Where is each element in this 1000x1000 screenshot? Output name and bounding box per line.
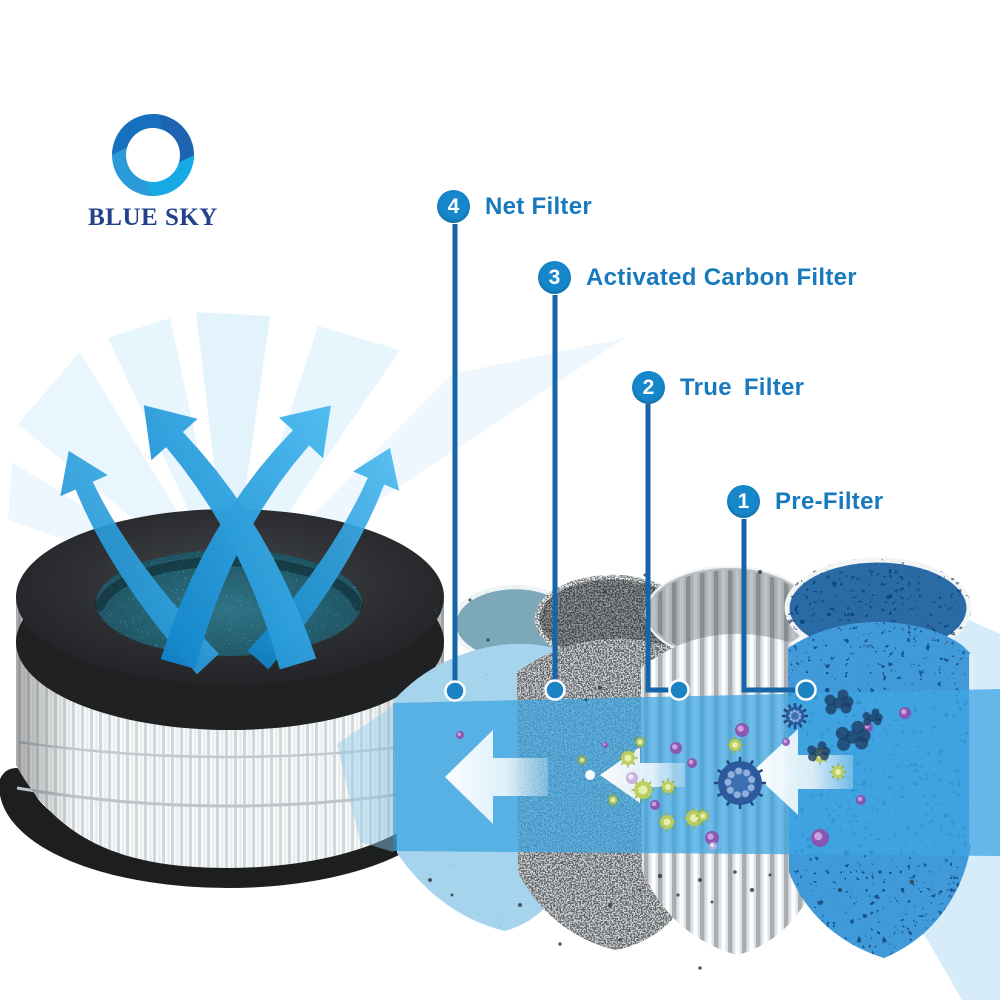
label-1-badge: 1 (727, 485, 760, 518)
label-2-number: 2 (642, 375, 655, 399)
brand-logo: BLUE SKY (83, 108, 223, 232)
label-3-badge: 3 (538, 261, 571, 294)
pollen-particle (659, 778, 677, 796)
pollen-particle (631, 778, 655, 802)
label-3-text: Activated Carbon Filter (586, 263, 857, 291)
dust-particle (811, 829, 829, 847)
dust-particle (456, 731, 464, 739)
virus-particle (714, 757, 766, 809)
dust-particle (782, 738, 790, 746)
germ-cluster (835, 720, 871, 751)
label-4-text: Net Filter (485, 192, 593, 220)
swirl-ring-icon (112, 114, 194, 196)
pollen-particle (618, 748, 638, 768)
pollen-particle (657, 812, 677, 832)
label-4-number: 4 (447, 194, 460, 218)
clean-air-up-arrows-icon (60, 405, 400, 675)
pollen-particle (695, 808, 711, 824)
dust-particle (705, 831, 719, 845)
pollen-particle (829, 763, 847, 781)
pollen-particle (606, 793, 620, 807)
dust-particle (899, 707, 911, 719)
label-4-badge: 4 (437, 190, 470, 223)
label-1-number: 1 (737, 489, 750, 513)
brand-name: BLUE SKY (88, 204, 218, 231)
white-dot-particle (585, 770, 595, 780)
leader-lines (452, 224, 806, 693)
label-pre-filter: 1 Pre-Filter (727, 485, 883, 518)
dust-particle (735, 723, 749, 737)
label-1-text: Pre-Filter (775, 487, 884, 515)
dust-particle (670, 742, 682, 754)
dust-particle (687, 758, 697, 768)
virus-particle (782, 703, 808, 729)
label-true-filter: 2 True Filter (632, 371, 804, 404)
dust-particle (856, 795, 866, 805)
germ-cluster (807, 741, 831, 762)
dust-particle (626, 772, 638, 784)
pollen-particle (576, 754, 588, 766)
pollen-particle (726, 736, 744, 754)
dust-particle (650, 800, 660, 810)
dust-particle (709, 842, 717, 850)
germ-cluster (824, 689, 854, 715)
label-3-number: 3 (548, 265, 561, 289)
label-net-filter: 4 Net Filter (437, 190, 592, 223)
dust-and-germ-particles (428, 570, 914, 970)
germ-cluster (862, 708, 883, 727)
pollen-particle (633, 735, 647, 749)
left-airflow-arrows-icon (445, 729, 853, 824)
label-activated-carbon-filter: 3 Activated Carbon Filter (538, 261, 857, 294)
leader-dots (444, 679, 817, 702)
label-2-badge: 2 (632, 371, 665, 404)
label-2-text: True Filter (680, 373, 805, 401)
dust-particle (602, 742, 608, 748)
